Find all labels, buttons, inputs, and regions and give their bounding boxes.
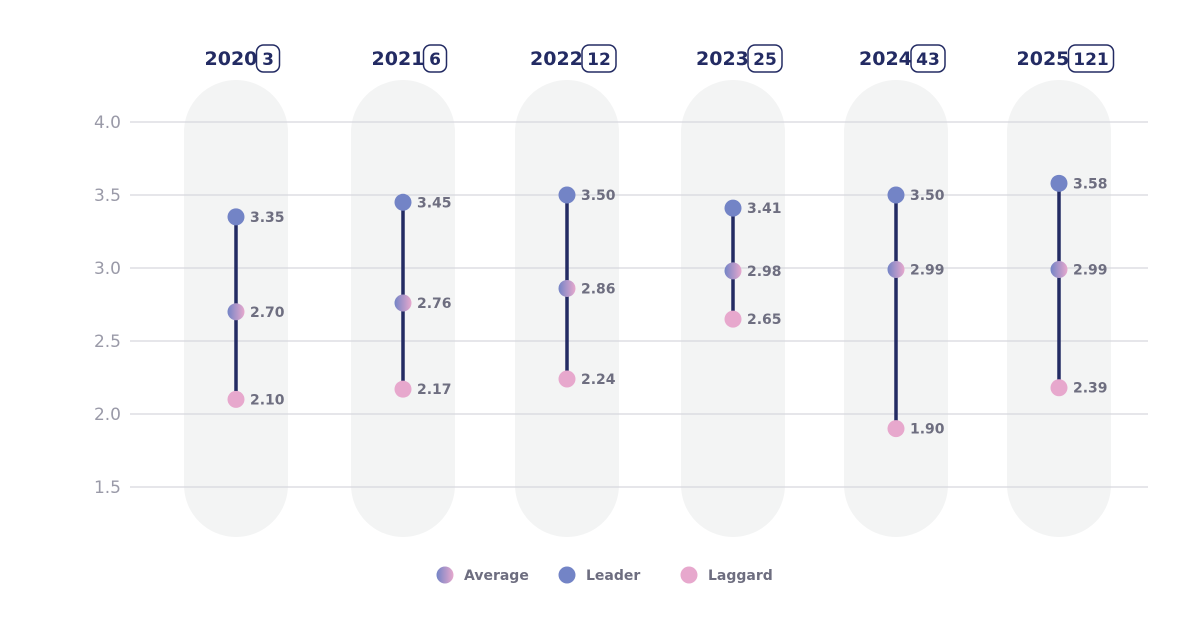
leader-value-label: 3.45 (417, 195, 452, 211)
average-value-label: 2.76 (417, 296, 452, 312)
average-point (558, 279, 576, 297)
laggard-value-label: 2.24 (581, 372, 616, 388)
count-badge (422, 44, 448, 73)
count-badge-value: 25 (753, 50, 777, 70)
legend-swatch (680, 566, 698, 584)
laggard-point (724, 310, 742, 328)
legend-label: Laggard (708, 568, 773, 584)
dumbbell-2021: 3.45 2.76 2.17 (394, 193, 452, 398)
legend-item-average: Average (436, 566, 529, 584)
legend-label: Average (464, 568, 529, 584)
count-badge (255, 44, 281, 73)
legend-swatch (436, 566, 454, 584)
laggard-value-label: 2.39 (1073, 381, 1108, 397)
laggard-point (558, 370, 576, 388)
year-label: 2025 (1017, 48, 1070, 70)
leader-point (394, 193, 412, 211)
count-badge (1067, 44, 1115, 73)
leader-point (887, 186, 905, 204)
laggard-point (887, 420, 905, 438)
legend-item-laggard: Laggard (680, 566, 773, 584)
average-value-label: 2.99 (1073, 262, 1108, 278)
y-tick-label: 2.5 (94, 332, 121, 352)
average-value-label: 2.86 (581, 281, 616, 297)
dumbbell-2023: 3.41 2.98 2.65 (724, 199, 782, 328)
dumbbell-2020: 3.35 2.70 2.10 (227, 208, 285, 408)
leader-value-label: 3.41 (747, 201, 782, 217)
gridlines (130, 121, 1148, 488)
dumbbell-2025: 3.58 2.99 2.39 (1050, 174, 1108, 397)
dumbbell-2024: 3.50 2.99 1.90 (887, 186, 945, 438)
leader-point (227, 208, 245, 226)
average-point (1050, 260, 1068, 278)
year-label: 2024 (859, 48, 912, 70)
count-badge-value: 12 (587, 50, 611, 70)
leader-value-label: 3.58 (1073, 176, 1108, 192)
dumbbell-2022: 3.50 2.86 2.24 (558, 186, 616, 388)
count-badge-value: 6 (429, 50, 441, 70)
average-point (227, 303, 245, 321)
count-badge-value: 121 (1073, 50, 1109, 70)
laggard-value-label: 1.90 (910, 422, 945, 438)
y-tick-label: 4.0 (94, 113, 121, 133)
legend-item-leader: Leader (558, 566, 640, 584)
leader-value-label: 3.50 (581, 188, 616, 204)
average-value-label: 2.99 (910, 262, 945, 278)
count-badge (581, 44, 617, 73)
average-point (724, 262, 742, 280)
count-badge-value: 3 (262, 50, 274, 70)
leader-point (1050, 174, 1068, 192)
laggard-point (227, 390, 245, 408)
leader-point (724, 199, 742, 217)
y-axis: 1.5 2.0 2.5 3.0 3.5 4.0 (94, 113, 121, 498)
year-label: 2022 (530, 48, 583, 70)
laggard-point (394, 380, 412, 398)
data-marks: 3.35 2.70 2.10 3.45 2.76 2.17 3.50 2.86 2.24 3.41… (227, 174, 1108, 438)
average-value-label: 2.98 (747, 264, 782, 280)
column-backgrounds (184, 80, 1111, 537)
count-badge-value: 43 (916, 50, 940, 70)
average-value-label: 2.70 (250, 305, 285, 321)
legend-swatch (558, 566, 576, 584)
leader-point (558, 186, 576, 204)
count-badge (910, 44, 946, 73)
laggard-point (1050, 379, 1068, 397)
average-point (887, 260, 905, 278)
legend: Average Leader Laggard (436, 566, 773, 584)
legend-label: Leader (586, 568, 640, 584)
laggard-value-label: 2.17 (417, 382, 452, 398)
y-tick-label: 3.5 (94, 186, 121, 206)
year-label: 2023 (696, 48, 749, 70)
year-label: 2020 (205, 48, 258, 70)
year-label: 2021 (372, 48, 425, 70)
leader-value-label: 3.50 (910, 188, 945, 204)
y-tick-label: 2.0 (94, 405, 121, 425)
average-point (394, 294, 412, 312)
count-badge (747, 44, 783, 73)
laggard-value-label: 2.65 (747, 312, 782, 328)
y-tick-label: 3.0 (94, 259, 121, 279)
laggard-value-label: 2.10 (250, 392, 285, 408)
leader-value-label: 3.35 (250, 210, 285, 226)
y-tick-label: 1.5 (94, 478, 121, 498)
